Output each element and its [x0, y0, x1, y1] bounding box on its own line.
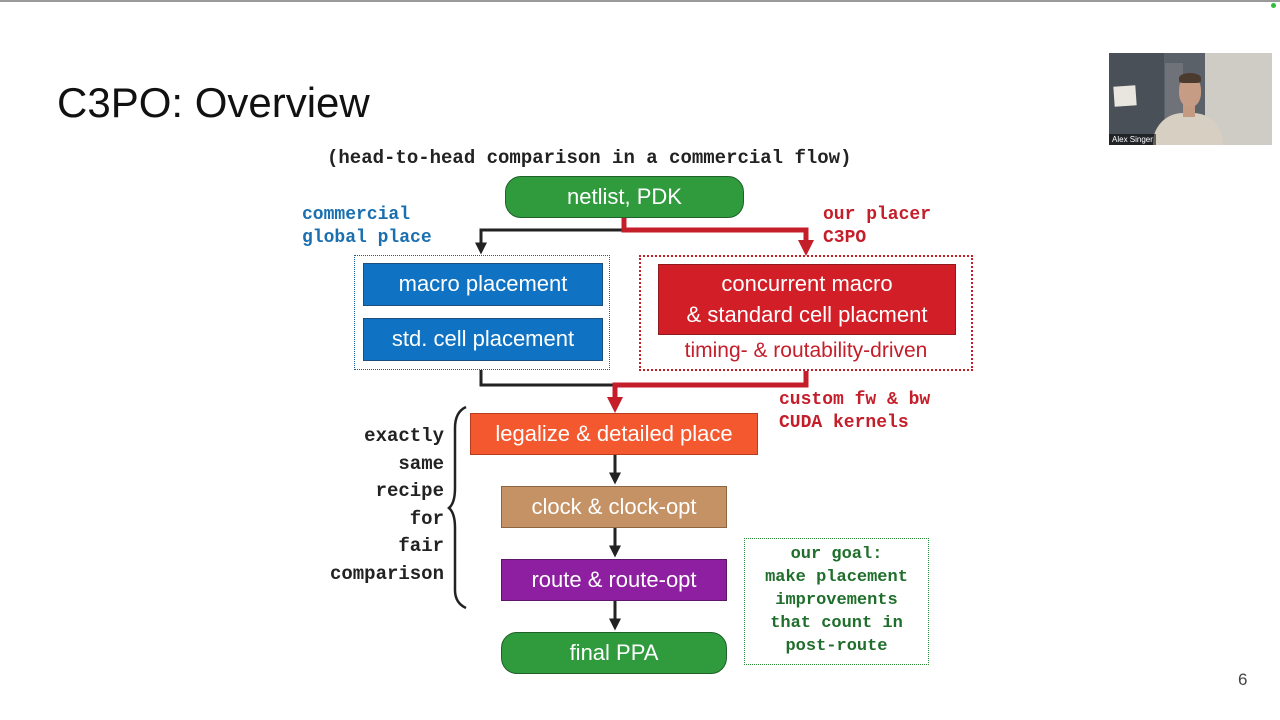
recipe-line1: exactly	[364, 425, 444, 447]
commercial-label-line2: global place	[302, 228, 432, 248]
cuda-note-line2: CUDA kernels	[779, 413, 909, 433]
arrow-to-commercial	[475, 218, 626, 255]
goal-line2: make placement	[765, 568, 908, 587]
cuda-kernels-note: custom fw & bw CUDA kernels	[779, 389, 930, 435]
final-ppa-node: final PPA	[501, 632, 727, 674]
slide-title: C3PO: Overview	[57, 79, 370, 126]
legalize-detailed-place-node: legalize & detailed place	[470, 413, 758, 455]
arrow-c3po-to-legalize	[607, 371, 809, 413]
commercial-label: commercial global place	[302, 204, 432, 250]
video-person-shirt	[1153, 113, 1223, 145]
std-cell-placement-node: std. cell placement	[363, 318, 603, 361]
commercial-label-line1: commercial	[302, 205, 411, 225]
diagram-subtitle: (head-to-head comparison in a commercial…	[327, 147, 852, 169]
concurrent-line2: & standard cell placment	[686, 301, 928, 327]
goal-line5: post-route	[785, 637, 888, 656]
goal-line3: improvements	[775, 591, 898, 610]
cuda-note-line1: custom fw & bw	[779, 390, 931, 410]
timing-routability-note: timing- & routability-driven	[684, 339, 928, 362]
recipe-line2: same	[398, 452, 444, 475]
our-placer-label: our placer C3PO	[823, 204, 931, 250]
same-recipe-note: exactly same recipe for fair comparison	[300, 423, 444, 588]
recipe-line5: fair	[398, 535, 444, 557]
recipe-line6: comparison	[329, 562, 444, 585]
slide-number: 6	[1238, 670, 1248, 689]
concurrent-placement-node: concurrent macro & standard cell placmen…	[658, 264, 956, 335]
recipe-line4: for	[409, 507, 444, 530]
our-placer-label-line2: C3PO	[823, 228, 867, 248]
participant-video[interactable]: Alex Singer	[1109, 53, 1272, 145]
goal-line4: that count in	[770, 614, 903, 633]
goal-box: our goal: make placement improvements th…	[744, 538, 929, 665]
wire-commercial-out	[479, 370, 615, 387]
arrow-to-c3po	[621, 218, 815, 256]
c3po-group-outline	[639, 255, 973, 371]
clock-opt-node: clock & clock-opt	[501, 486, 727, 528]
route-opt-node: route & route-opt	[501, 559, 727, 601]
video-person-hair	[1179, 73, 1201, 83]
recipe-brace	[447, 405, 467, 610]
our-placer-label-line1: our placer	[823, 205, 932, 225]
macro-placement-node: macro placement	[363, 263, 603, 306]
recording-indicator	[1271, 3, 1276, 8]
window-top-border	[0, 0, 1280, 2]
netlist-pdk-node: netlist, PDK	[505, 176, 744, 218]
recipe-line3: recipe	[375, 480, 444, 502]
video-person-head	[1179, 76, 1201, 107]
goal-line1: our goal:	[790, 545, 883, 564]
commercial-group-outline	[354, 255, 610, 370]
concurrent-line1: concurrent macro	[721, 270, 893, 296]
participant-name: Alex Singer	[1109, 134, 1156, 145]
